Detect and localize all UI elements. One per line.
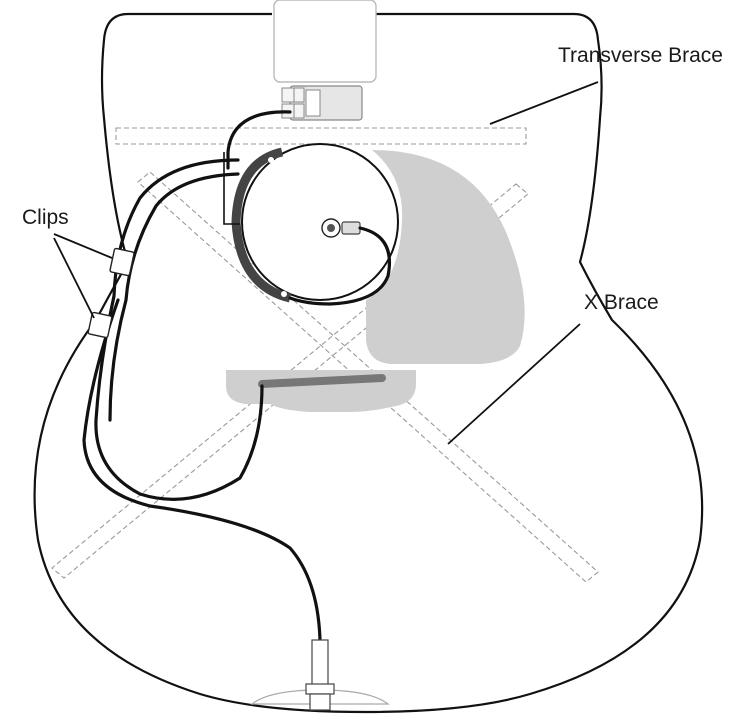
- leader-clips-upper: [53, 233, 113, 259]
- transverse-brace: [115, 127, 527, 145]
- endpin-jack: [250, 639, 390, 711]
- label-clips: Clips: [22, 206, 69, 229]
- x-brace-strip-a: [137, 171, 599, 583]
- cable-preamp: [226, 110, 292, 170]
- x-brace-strip-b: [51, 183, 529, 579]
- leader-transverse-brace: [489, 81, 599, 125]
- cable-harness-c: [82, 298, 322, 642]
- label-transverse-brace: Transverse Brace: [558, 44, 723, 67]
- ring-screw-bottom: [281, 291, 287, 297]
- preamp-unit: [281, 85, 363, 121]
- leader-x-brace: [447, 323, 581, 445]
- cable-mic: [288, 226, 391, 306]
- soundhole-mount-ring: [231, 147, 292, 303]
- clip-lower: [87, 311, 113, 339]
- mic-connector: [321, 218, 361, 238]
- saddle-pickup: [258, 374, 386, 388]
- guitar-body-outline: [33, 12, 704, 714]
- leader-clips-lower: [53, 237, 95, 319]
- bridge-plate: [226, 370, 416, 412]
- cable-harness-a: [94, 158, 264, 501]
- ring-screw-top: [268, 157, 274, 163]
- soundhole: [241, 143, 399, 301]
- cable-harness-b: [108, 172, 240, 422]
- neck-block: [273, 0, 377, 83]
- clip-upper: [109, 247, 135, 277]
- pickguard: [366, 150, 525, 364]
- label-x-brace: X Brace: [584, 291, 659, 314]
